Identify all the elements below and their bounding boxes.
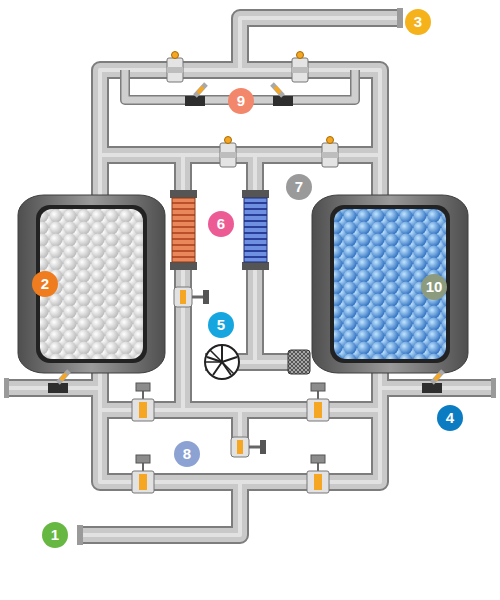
callout-number: 6 (208, 211, 234, 237)
cooler (242, 190, 269, 270)
callout-number: 10 (421, 274, 447, 300)
right-vent-end (491, 378, 496, 398)
callout-number: 4 (437, 405, 463, 431)
callout-number: 3 (405, 9, 431, 35)
callout-number: 1 (42, 522, 68, 548)
filter (288, 350, 310, 374)
callout-number: 2 (32, 271, 58, 297)
callout-number: 8 (174, 441, 200, 467)
callout-number: 9 (228, 88, 254, 114)
right-tower (312, 195, 468, 373)
heater (170, 190, 197, 270)
callout-number: 7 (286, 174, 312, 200)
valves (48, 52, 443, 494)
pipe-network (8, 18, 492, 535)
left-vent-end (4, 378, 9, 398)
left-tower (18, 195, 165, 373)
callout-number: 5 (208, 312, 234, 338)
inlet-end (77, 525, 83, 545)
outlet-end (397, 8, 403, 28)
blower (205, 345, 239, 379)
